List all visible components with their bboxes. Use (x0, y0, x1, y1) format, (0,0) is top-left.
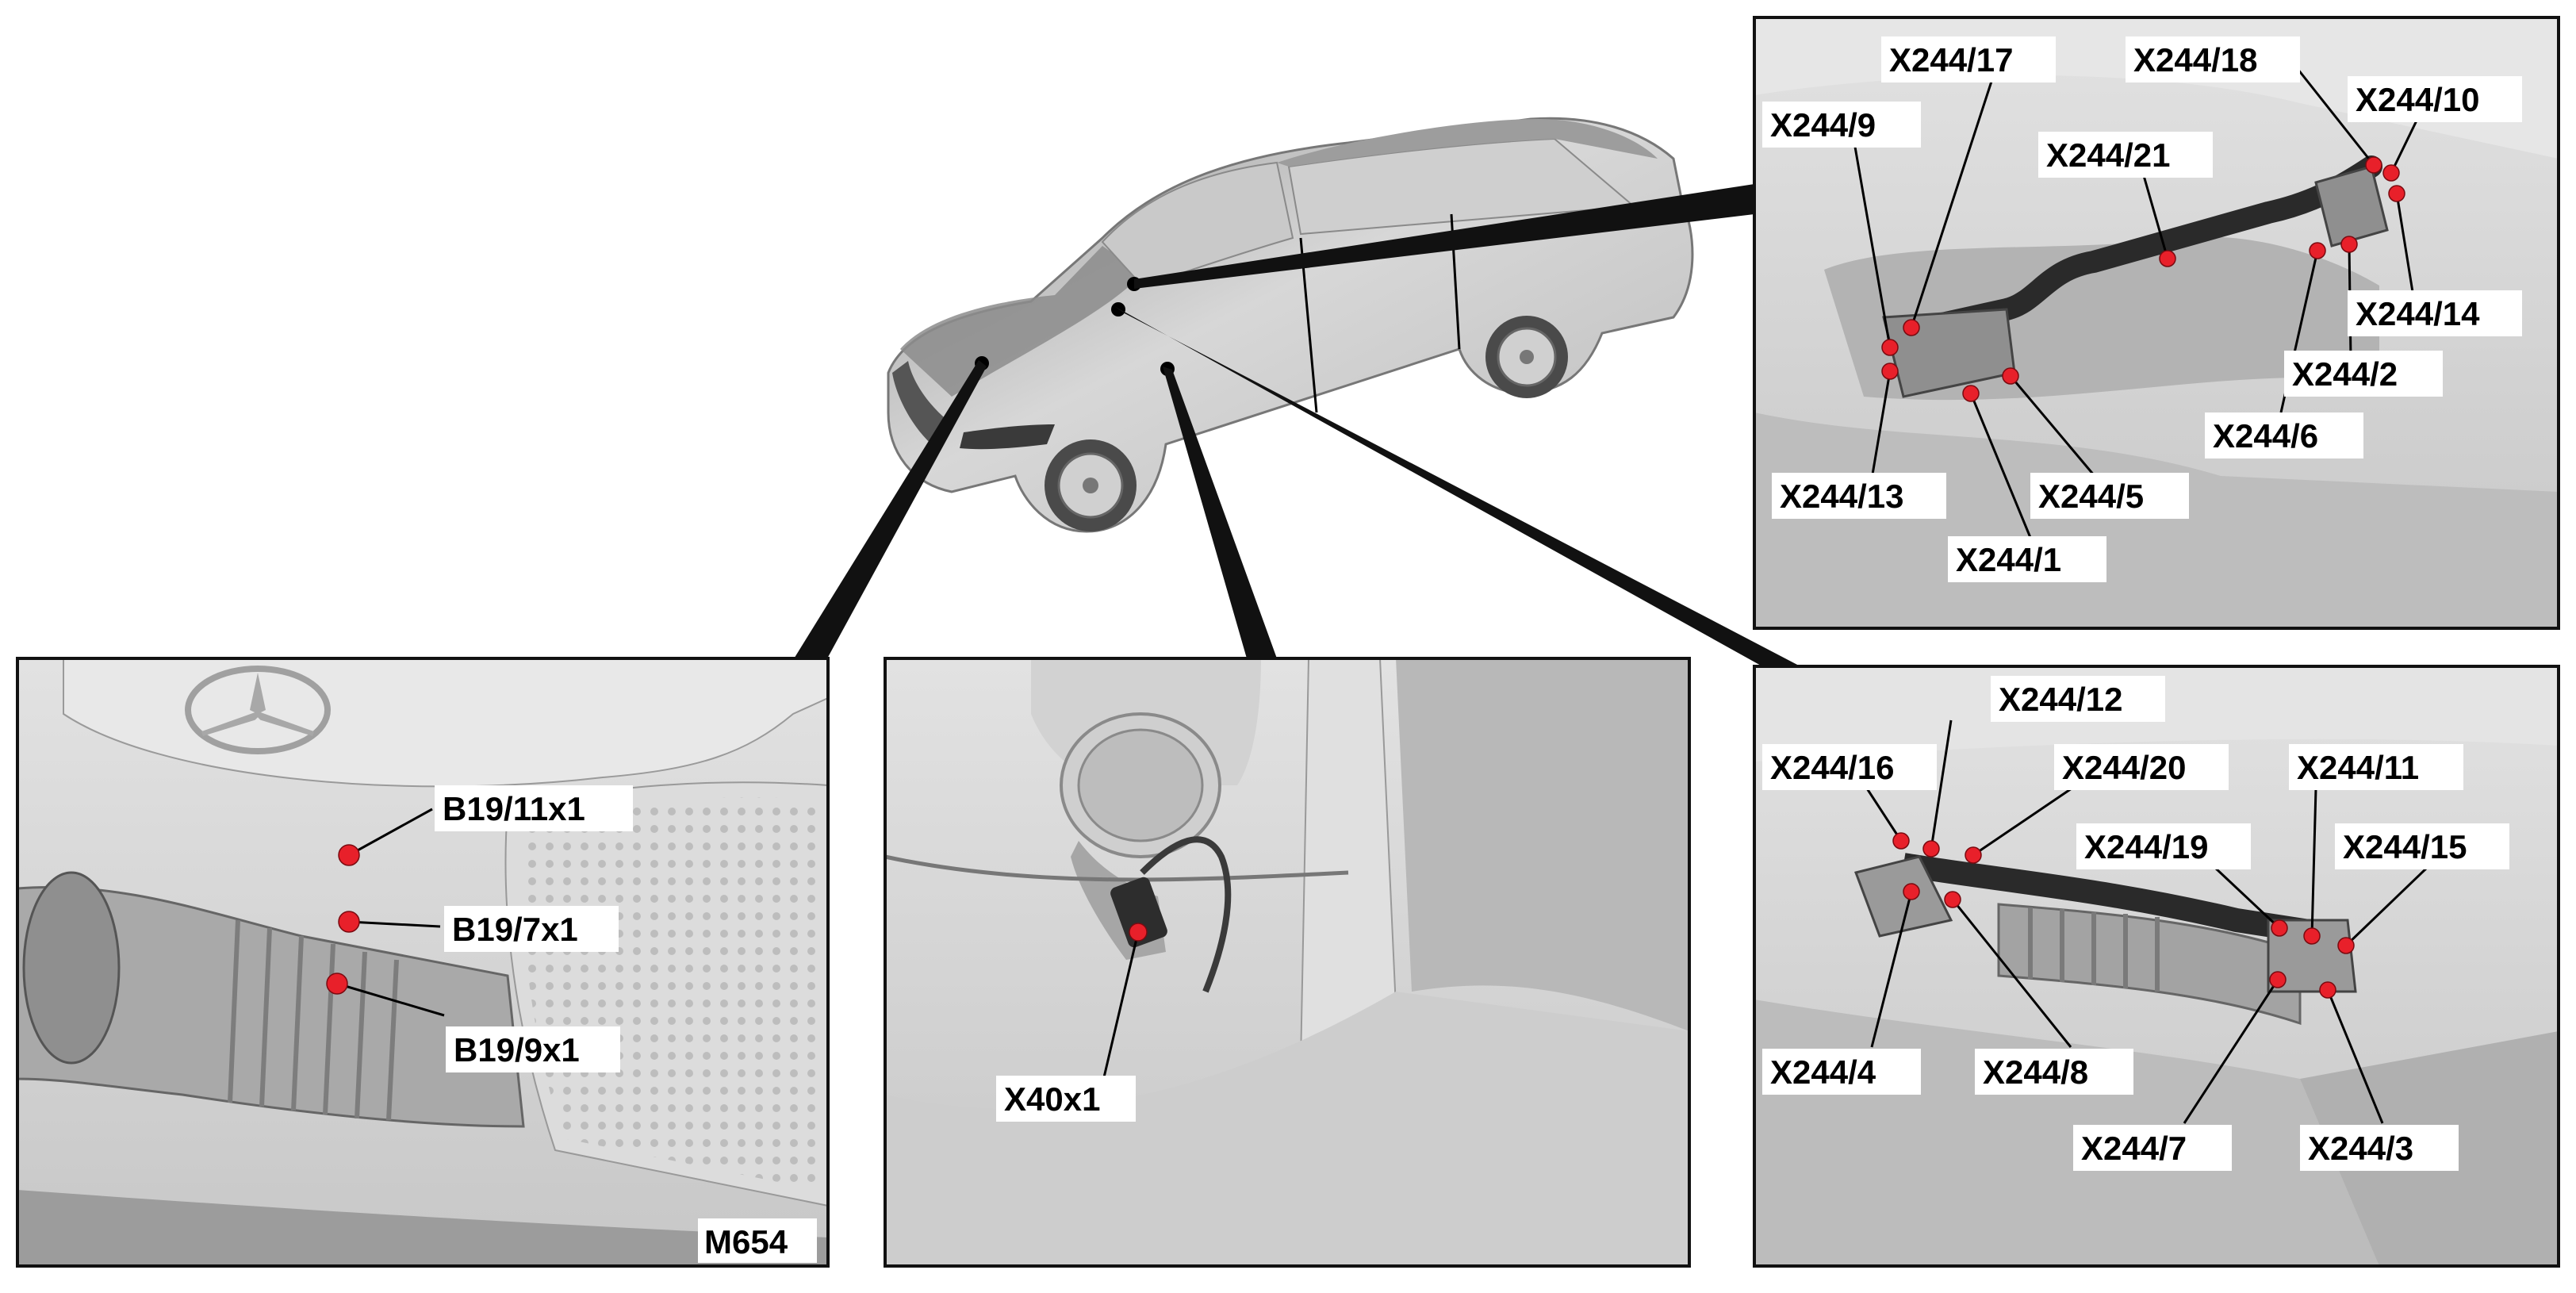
car-headlight (960, 424, 1055, 450)
label-x244-8: X244/8 (1983, 1053, 2088, 1091)
panel-bottom-middle: X40x1 (884, 657, 1691, 1268)
intake-hose (16, 885, 525, 1128)
vehicle-overview (887, 117, 1694, 533)
car-hood (900, 246, 1142, 397)
leader-lines-bottom-middle (1102, 931, 1140, 1078)
car-location-dot (1111, 302, 1125, 317)
wiring-harness (1901, 853, 2342, 948)
connector-markers-bottom-left (326, 844, 360, 995)
label-x244-13: X244/13 (1780, 478, 1903, 515)
label-x244-16: X244/16 (1770, 749, 1894, 786)
label-x244-19: X244/19 (2084, 828, 2208, 865)
connector-body (1110, 877, 1167, 948)
label-b19-11x1: B19/11x1 (443, 790, 585, 827)
label-x244-18: X244/18 (2133, 41, 2257, 79)
labels-bottom-right: X244/12 X244/16 X244/20 X244/11 X244/19 … (1762, 676, 2509, 1171)
leader-lines-bottom-left (336, 808, 445, 1017)
label-x244-15: X244/15 (2343, 828, 2467, 865)
callout-wedge-top-right (1134, 184, 1754, 289)
callout-wedge-bottom-middle (1163, 366, 1277, 658)
label-x244-7: X244/7 (2081, 1130, 2187, 1167)
connector-markers-bottom-right (1892, 832, 2355, 999)
car-roof (1277, 119, 1658, 167)
label-b19-7x1: B19/7x1 (452, 911, 578, 948)
label-x244-11: X244/11 (2297, 749, 2419, 786)
connector-markers-bottom-middle (1129, 923, 1148, 942)
labels-top-right: X244/17 X244/18 X244/9 X244/10 X244/21 X… (1762, 36, 2522, 582)
label-x244-2: X244/2 (2292, 355, 2398, 393)
label-x244-21: X244/21 (2046, 136, 2170, 174)
label-x244-12: X244/12 (1999, 681, 2122, 718)
callout-wedge-bottom-left (793, 360, 987, 660)
car-grille (892, 361, 948, 448)
star-emblem-icon (185, 666, 331, 754)
labels-bottom-middle: X40x1 (996, 1076, 1136, 1122)
label-x244-1: X244/1 (1956, 541, 2061, 578)
label-x244-17: X244/17 (1889, 41, 2013, 79)
label-x244-3: X244/3 (2308, 1130, 2413, 1167)
panel-top-right: X244/17 X244/18 X244/9 X244/10 X244/21 X… (1753, 16, 2560, 630)
panel-bottom-right: X244/12 X244/16 X244/20 X244/11 X244/19 … (1753, 665, 2560, 1268)
label-x244-20: X244/20 (2062, 749, 2186, 786)
car-rear-wheel (1485, 316, 1568, 398)
leader-lines-bottom-right (1865, 719, 2428, 1124)
car-front-wheel (1045, 439, 1137, 531)
car-body (887, 117, 1694, 533)
panel-bottom-left: B19/11x1 B19/7x1 B19/9x1 M654 (16, 657, 830, 1268)
labels-bottom-left: B19/11x1 B19/7x1 B19/9x1 M654 (435, 785, 817, 1263)
model-badge: M654 (704, 1223, 788, 1260)
label-x40x1: X40x1 (1004, 1080, 1100, 1118)
reservoir-cap-icon (1060, 712, 1221, 858)
label-x244-14: X244/14 (2356, 295, 2480, 332)
label-x244-9: X244/9 (1770, 106, 1876, 144)
connector-markers-top-right (1881, 156, 2405, 402)
callout-wedges (793, 184, 1800, 666)
label-x244-4: X244/4 (1770, 1053, 1876, 1091)
label-x244-6: X244/6 (2213, 417, 2318, 455)
label-b19-9x1: B19/9x1 (454, 1031, 580, 1069)
label-x244-10: X244/10 (2356, 81, 2479, 118)
label-x244-5: X244/5 (2038, 478, 2144, 515)
